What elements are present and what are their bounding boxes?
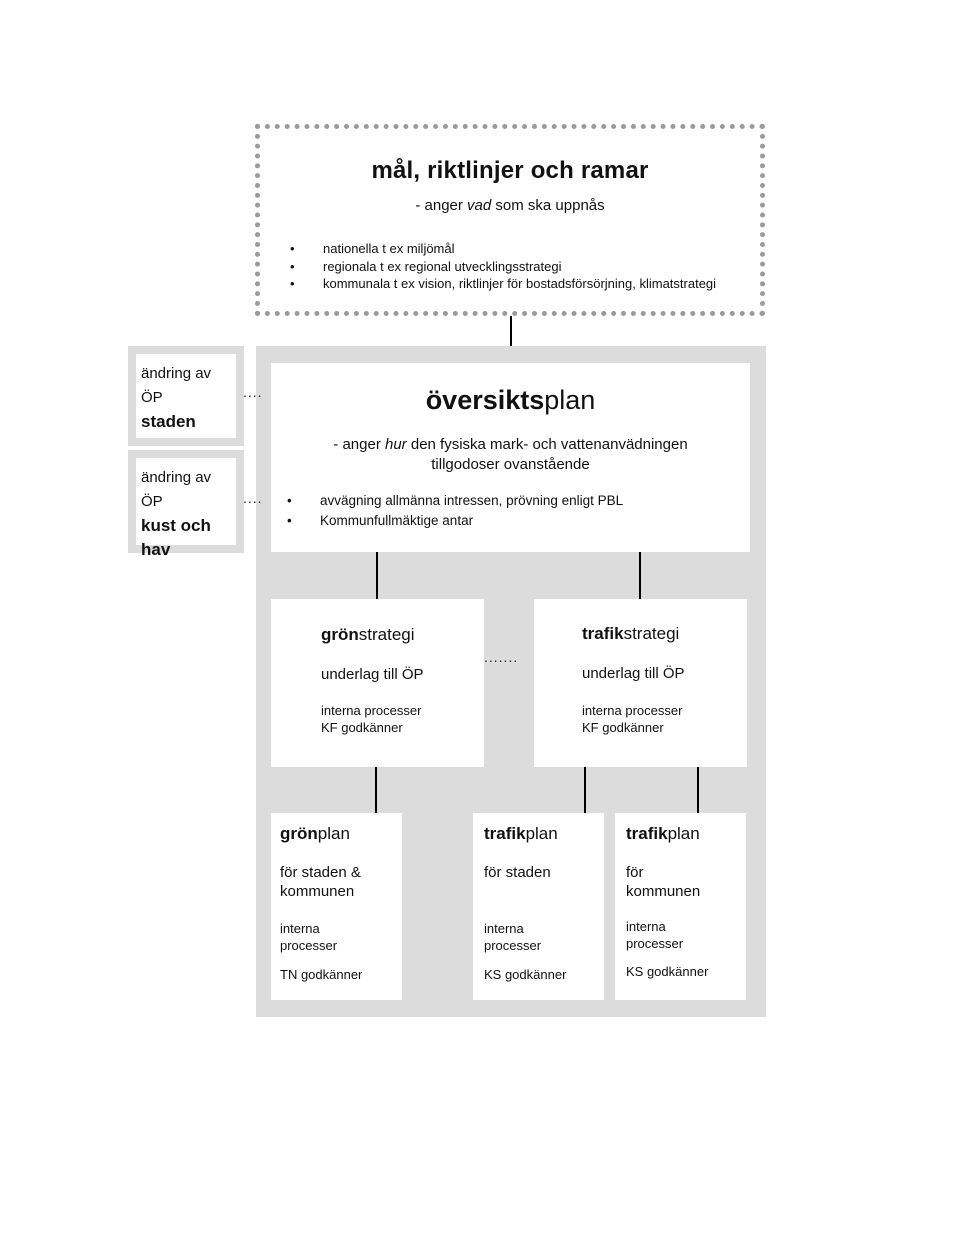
gronplan-title: grönplan (280, 824, 350, 843)
trafikplan-kommunen-title: trafikplan (626, 824, 700, 843)
trafikstrategi-process: interna processer KF godkänner (582, 703, 683, 735)
list-item: nationella t ex miljömål (288, 240, 716, 258)
connector-line (376, 552, 378, 599)
trafikplan-kommunen-process: interna processer (626, 919, 684, 951)
list-item: kommunala t ex vision, riktlinjer för bo… (288, 275, 716, 293)
oversiktsplan-box: översiktsplan - anger hur den fysiska ma… (271, 363, 750, 552)
side-box-heading: staden (141, 412, 196, 431)
gronstrategi-line: underlag till ÖP (321, 666, 424, 683)
goals-box: mål, riktlinjer och ramar - anger vad so… (255, 124, 765, 316)
trafikplan-kommunen-scope: för kommunen (626, 864, 701, 900)
dotted-connector: .... (243, 490, 263, 506)
oversiktsplan-bullet-list: avvägning allmänna intressen, prövning e… (285, 491, 623, 531)
oversiktsplan-subtitle: - anger hur den fysiska mark- och vatten… (333, 436, 688, 473)
goals-title: mål, riktlinjer och ramar (371, 157, 649, 184)
goals-bullet-list: nationella t ex miljömål regionala t ex … (288, 240, 716, 293)
gronstrategi-process: interna processer KF godkänner (321, 703, 422, 735)
gronplan-process: interna processer (280, 921, 338, 953)
gronplan-box: grönplan för staden & kommunen interna p… (271, 813, 402, 1000)
oversiktsplan-title: översiktsplan (425, 385, 596, 415)
trafikplan-staden-title: trafikplan (484, 824, 558, 843)
gronstrategi-title: grönstrategi (321, 625, 415, 644)
side-box-heading: kust och hav (141, 516, 211, 559)
trafikplan-staden-scope: för staden (484, 864, 551, 881)
gronstrategi-box: grönstrategi underlag till ÖP interna pr… (271, 599, 484, 767)
side-box-label: ändring av ÖP (141, 469, 212, 510)
gronplan-approval: TN godkänner (280, 967, 363, 982)
trafikplan-staden-box: trafikplan för staden interna processer … (473, 813, 604, 1000)
dotted-connector: ....... (484, 649, 519, 665)
goals-subtitle: - anger vad som ska uppnås (415, 197, 605, 214)
connector-line (375, 767, 377, 813)
list-item: regionala t ex regional utvecklingsstrat… (288, 258, 716, 276)
trafikstrategi-line: underlag till ÖP (582, 665, 685, 682)
trafikstrategi-title: trafikstrategi (582, 624, 680, 643)
list-item: avvägning allmänna intressen, prövning e… (285, 491, 623, 511)
list-item: Kommunfullmäktige antar (285, 511, 623, 531)
dotted-connector: .... (243, 384, 263, 400)
connector-line (697, 767, 699, 813)
trafikplan-kommunen-box: trafikplan för kommunen interna processe… (615, 813, 746, 1000)
trafikplan-staden-process: interna processer (484, 921, 542, 953)
side-box-staden: ändring av ÖP staden (128, 346, 244, 446)
gronplan-scope: för staden & kommunen (280, 864, 361, 900)
side-box-label: ändring av ÖP (141, 365, 212, 406)
connector-line (584, 767, 586, 813)
trafikstrategi-box: trafikstrategi underlag till ÖP interna … (534, 599, 747, 767)
connector-line (510, 316, 512, 364)
trafikplan-staden-approval: KS godkänner (484, 967, 567, 982)
trafikplan-kommunen-approval: KS godkänner (626, 964, 709, 979)
connector-line (639, 552, 641, 599)
side-box-kust: ändring av ÖP kust och hav (128, 450, 244, 559)
